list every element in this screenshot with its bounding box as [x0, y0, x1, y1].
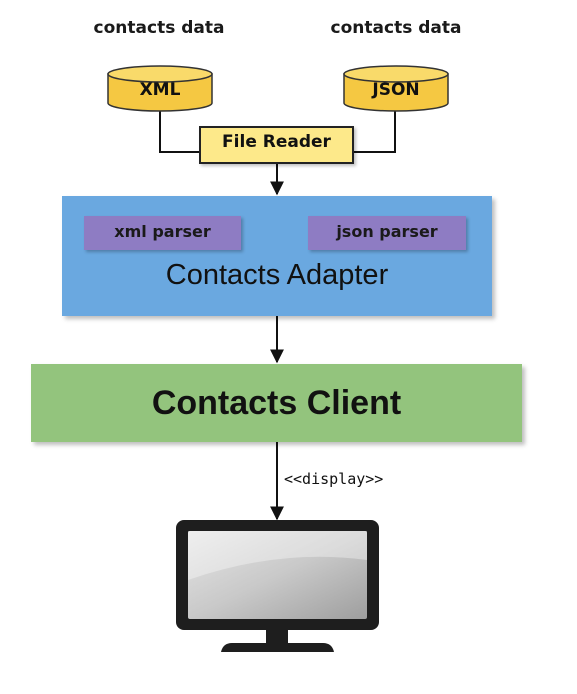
contacts-client-box: Contacts Client — [31, 364, 522, 442]
xml-parser-box: xml parser — [84, 216, 241, 250]
xml-to-file-reader-line — [159, 107, 199, 153]
client-title: Contacts Client — [151, 384, 402, 422]
display-connector-label: <<display>> — [284, 470, 384, 488]
file-reader-box: File Reader — [199, 126, 354, 164]
json-source-caption: contacts data — [330, 18, 462, 38]
xml-source-caption: contacts data — [93, 18, 225, 38]
contacts-adapter-box: xml parser json parser Contacts Adapter — [62, 196, 492, 316]
monitor-icon — [176, 520, 379, 652]
xml-database-label: XML — [139, 80, 181, 100]
json-to-file-reader-line — [354, 107, 396, 153]
xml-database-icon — [107, 65, 213, 112]
json-database-label: JSON — [372, 80, 420, 100]
json-database-icon — [343, 65, 449, 112]
adapter-title: Contacts Adapter — [165, 259, 389, 291]
json-parser-box: json parser — [308, 216, 466, 250]
